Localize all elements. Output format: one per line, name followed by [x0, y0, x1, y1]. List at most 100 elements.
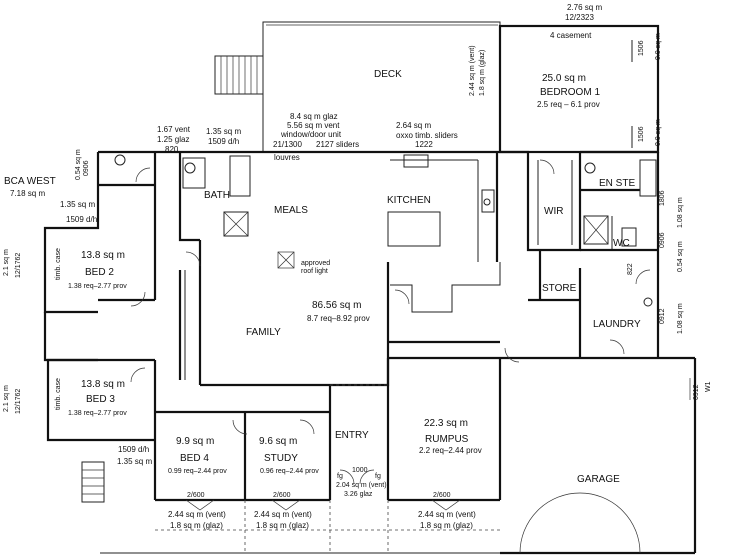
- rumpus-req: 2.2 req–2.44 prov: [419, 446, 482, 455]
- bath-window-area: 1.35 sq m: [206, 127, 241, 136]
- note-1806: 1806: [659, 190, 666, 206]
- entry-glaz: 3.26 glaz: [344, 491, 373, 498]
- kitchen-label: KITCHEN: [387, 195, 431, 206]
- deck-stairs: [214, 55, 264, 95]
- meals-label: MEALS: [274, 205, 308, 216]
- bca-west-area: 7.18 sq m: [10, 189, 45, 198]
- roof-light-line1: approved: [301, 260, 330, 267]
- bed4-window-glaz: 1.8 sq m (glaz): [170, 521, 223, 530]
- note-0912: 0912: [659, 308, 666, 324]
- bed3-timb: timb. case: [55, 378, 62, 410]
- ensuite-label: EN STE: [599, 178, 635, 189]
- rumpus-name: RUMPUS: [425, 434, 469, 445]
- bed4-area: 9.9 sq m: [176, 436, 214, 447]
- bed3-window-dh: 1509 d/h: [118, 445, 149, 454]
- entry-fg-right: fg: [375, 473, 381, 480]
- w1-label: W1: [705, 381, 712, 392]
- rumpus-window-vent: 2.44 sq m (vent): [418, 510, 476, 519]
- rumpus-area: 22.3 sq m: [424, 418, 468, 429]
- kitchen-window-area: 2.64 sq m: [396, 121, 431, 130]
- bed4-window-code: 2/600: [187, 492, 205, 499]
- entry-vent: 2.04 sq m (vent): [336, 482, 387, 489]
- family-window-sliders: 2127 sliders: [316, 140, 359, 149]
- note-0906: 0906: [659, 232, 666, 248]
- garage-window-code: 0912: [693, 384, 700, 400]
- bed3-win-area: 2.1 sq m: [3, 385, 10, 412]
- bed2-win-area: 2.1 sq m: [3, 249, 10, 276]
- bed3-window-area: 1.35 sq m: [117, 457, 152, 466]
- bath-window-glaz: 1.25 glaz: [157, 135, 189, 144]
- study-name: STUDY: [264, 453, 298, 464]
- bed2-area: 13.8 sq m: [81, 250, 125, 261]
- wc-top-code: 0906: [83, 160, 90, 176]
- study-req: 0.96 req–2.44 prov: [260, 468, 319, 475]
- bath-window-code: 820: [165, 145, 179, 154]
- annotations: 2.76 sq m 12/2323 BCA WEST 7.18 sq m DEC…: [3, 3, 712, 530]
- note-108-a: 1.08 sq m: [677, 197, 684, 228]
- bath-window-dh: 1509 d/h: [208, 137, 239, 146]
- study-window-code: 2/600: [273, 492, 291, 499]
- kitchen-window-code: 1222: [415, 140, 433, 149]
- bath-window-vent: 1.67 vent: [157, 125, 191, 134]
- wc-label: WC: [613, 238, 630, 249]
- laundry-label: LAUNDRY: [593, 319, 641, 330]
- bedroom1-vent: 2.44 sq m (vent): [469, 45, 476, 96]
- kitchen-window-desc: oxxo timb. sliders: [396, 131, 458, 140]
- bed4-window-vent: 2.44 sq m (vent): [168, 510, 226, 519]
- bed3-win-code: 12/1762: [15, 389, 22, 414]
- bed3-name: BED 3: [86, 394, 115, 405]
- family-window-code: 21/1300: [273, 140, 302, 149]
- header-code: 12/2323: [565, 13, 594, 22]
- bedroom1-req: 2.5 req – 6.1 prov: [537, 100, 600, 109]
- entry-width: 1000: [352, 467, 368, 474]
- family-area: 86.56 sq m: [312, 300, 361, 311]
- bedroom1-area: 25.0 sq m: [542, 73, 586, 84]
- walls: [43, 21, 697, 555]
- bed2-name: BED 2: [85, 267, 114, 278]
- roof-light-symbol: [277, 251, 295, 269]
- bedroom1-glaz: 1.8 sq m (glaz): [479, 50, 486, 96]
- wir-label: WIR: [544, 206, 563, 217]
- roof-light-line2: roof light: [301, 268, 328, 275]
- note-09-a: 0.9 sq m: [655, 33, 662, 60]
- entry-fg-left: fg: [337, 473, 343, 480]
- rumpus-window-code: 2/600: [433, 492, 451, 499]
- bed2-req: 1.38 req–2.77 prov: [68, 283, 127, 290]
- rumpus-window-glaz: 1.8 sq m (glaz): [420, 521, 473, 530]
- bca-west-title: BCA WEST: [4, 176, 56, 187]
- bedroom1-name: BEDROOM 1: [540, 87, 600, 98]
- note-ws: 822: [627, 263, 634, 275]
- family-window-unit: window/door unit: [280, 130, 342, 139]
- bath-label: BATH: [204, 190, 230, 201]
- header-area: 2.76 sq m: [567, 3, 602, 12]
- bed4-req: 0.99 req–2.44 prov: [168, 468, 227, 475]
- family-window-vent: 5.56 sq m vent: [287, 121, 340, 130]
- study-area: 9.6 sq m: [259, 436, 297, 447]
- note-054: 0.54 sq m: [677, 241, 684, 272]
- bed3-area: 13.8 sq m: [81, 379, 125, 390]
- deck-label: DECK: [374, 69, 402, 80]
- study-window-glaz: 1.8 sq m (glaz): [256, 521, 309, 530]
- note-108-b: 1.08 sq m: [677, 303, 684, 334]
- bed4-name: BED 4: [180, 453, 209, 464]
- bed3-req: 1.38 req–2.77 prov: [68, 410, 127, 417]
- garage-label: GARAGE: [577, 474, 620, 485]
- family-req: 8.7 req–8.92 prov: [307, 314, 370, 323]
- bed2-window-dh: 1509 d/h: [66, 215, 97, 224]
- bed2-win-code: 12/1762: [15, 253, 22, 278]
- family-window-louvres: louvres: [274, 153, 300, 162]
- store-label: STORE: [542, 283, 577, 294]
- family-window-glaz: 8.4 sq m glaz: [290, 112, 338, 121]
- bed2-timb: timb. case: [55, 248, 62, 280]
- note-1506-b: 1506: [638, 126, 645, 142]
- note-09-b: 0.9 sq m: [655, 119, 662, 146]
- wc-top-area: 0.54 sq m: [75, 149, 82, 180]
- entry-label: ENTRY: [335, 430, 369, 441]
- family-label: FAMILY: [246, 327, 281, 338]
- bedroom1-casement: 4 casement: [550, 31, 592, 40]
- bed2-window-area: 1.35 sq m: [60, 200, 95, 209]
- note-1506-a: 1506: [638, 40, 645, 56]
- study-window-vent: 2.44 sq m (vent): [254, 510, 312, 519]
